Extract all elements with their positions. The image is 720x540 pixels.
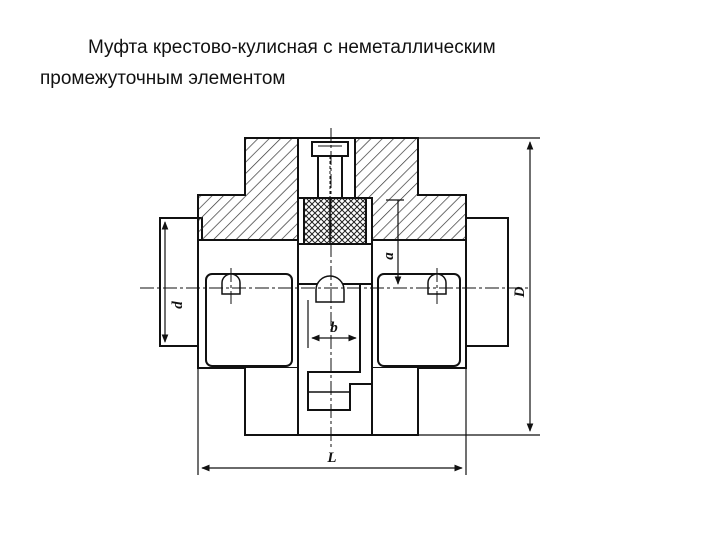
label-L: L: [326, 450, 336, 466]
label-D: D: [512, 286, 528, 298]
left-key-slot: [221, 273, 241, 295]
right-hub-section: [354, 137, 467, 241]
label-b: b: [330, 320, 338, 336]
nonmetallic-insert: [303, 197, 367, 245]
right-key-slot: [427, 273, 447, 295]
left-shaft: [159, 217, 203, 347]
label-a: a: [381, 252, 397, 260]
left-hub-section: [197, 137, 299, 241]
label-d: d: [170, 301, 186, 309]
right-jaw: [377, 273, 461, 367]
set-screw-head: [311, 141, 349, 157]
lower-hub-left: [244, 368, 299, 436]
title-line-1: Муфта крестово-кулисная с неметаллически…: [88, 37, 496, 58]
slide-title: Муфта крестово-кулисная с неметаллически…: [40, 32, 680, 94]
title-line-2: промежуточным элементом: [40, 68, 286, 89]
lower-hub-right: [371, 368, 419, 436]
left-jaw: [205, 273, 293, 367]
cross-slider: [297, 283, 373, 436]
right-shaft: [465, 217, 509, 347]
center-key-slot: [315, 275, 345, 303]
